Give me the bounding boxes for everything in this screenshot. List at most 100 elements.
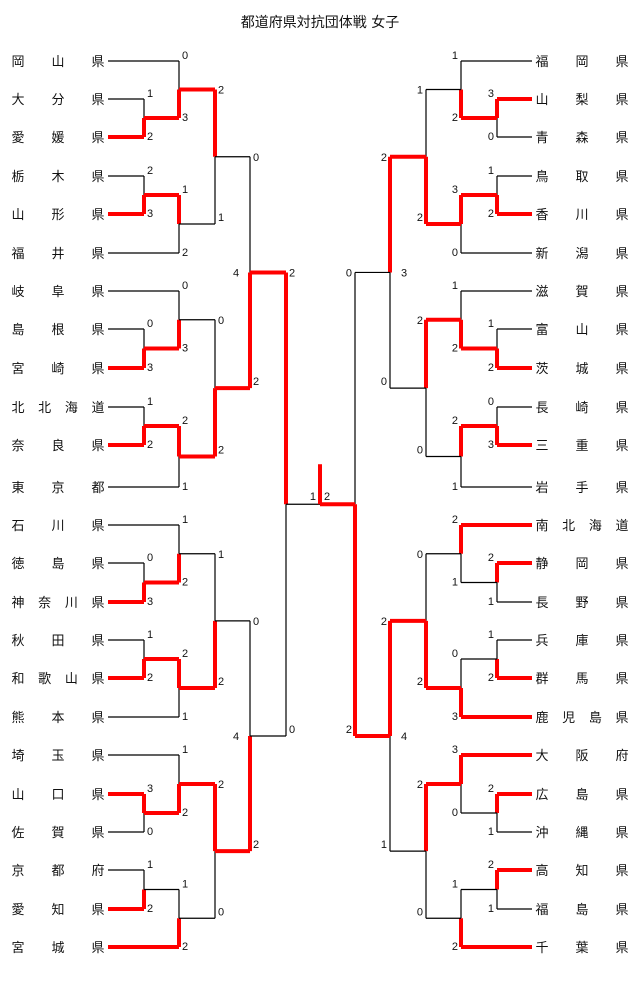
- team-name-char: 県: [615, 826, 628, 841]
- team-name-char: 福: [11, 247, 24, 262]
- match-score: 2: [147, 131, 153, 143]
- match-score: 1: [417, 85, 423, 97]
- team-name-char: 県: [615, 903, 628, 918]
- match-score: 2: [488, 672, 494, 684]
- team-name-char: 青: [535, 131, 548, 146]
- match-score: 1: [182, 481, 188, 493]
- team-name-char: 東: [11, 480, 24, 496]
- team-name-char: 県: [615, 596, 628, 611]
- match-score: 3: [182, 343, 188, 355]
- match-score: 0: [147, 826, 153, 838]
- team-name-char: 神: [11, 596, 24, 611]
- team-name-char: 阜: [51, 284, 64, 300]
- team-name-char: 大: [11, 93, 24, 108]
- match-score: 2: [417, 676, 423, 688]
- team-name-char: 県: [91, 362, 104, 377]
- annotation-mark: 4: [233, 267, 239, 279]
- match-score: 0: [289, 724, 295, 736]
- team-name-char: 島: [575, 788, 588, 803]
- team-name-char: 本: [51, 711, 64, 726]
- team-name-char: 潟: [575, 247, 588, 262]
- team-name-char: 知: [51, 902, 64, 918]
- team-name-char: 岡: [11, 55, 24, 70]
- match-score: 2: [218, 85, 224, 97]
- team-name-char: 徳: [11, 557, 24, 572]
- match-score: 1: [182, 514, 188, 526]
- match-score: 2: [417, 212, 423, 224]
- team-name-char: 長: [535, 401, 548, 416]
- team-name-char: 石: [11, 519, 24, 534]
- team-name-char: 県: [91, 55, 104, 70]
- team-name-char: 県: [91, 826, 104, 841]
- team-name-char: 兵: [535, 634, 548, 649]
- match-score: 1: [381, 839, 387, 851]
- team-name-char: 県: [615, 941, 628, 956]
- team-name-char: 県: [91, 749, 104, 764]
- match-score: 0: [381, 376, 387, 388]
- team-name-char: 都: [51, 864, 64, 879]
- team-name-char: 宮: [11, 361, 24, 377]
- match-score: 1: [147, 859, 153, 871]
- annotation-mark: 3: [401, 267, 407, 279]
- match-score: 3: [488, 439, 494, 451]
- match-score: 2: [147, 439, 153, 451]
- team-name-char: 城: [51, 941, 64, 956]
- team-name-char: 縄: [575, 826, 588, 841]
- match-score: 2: [488, 859, 494, 871]
- match-score: 1: [182, 879, 188, 891]
- match-score: 1: [452, 879, 458, 891]
- match-score: 2: [218, 676, 224, 688]
- match-score: 2: [147, 903, 153, 915]
- team-name-char: 県: [91, 170, 104, 185]
- team-name-char: 県: [91, 519, 104, 534]
- team-name-char: 県: [91, 711, 104, 726]
- team-name-char: 和: [11, 672, 24, 687]
- team-name-char: 県: [615, 170, 628, 185]
- match-score: 1: [488, 903, 494, 915]
- match-score: 0: [417, 906, 423, 918]
- team-name-char: 県: [615, 247, 628, 262]
- match-score: 0: [182, 50, 188, 62]
- team-name-char: 媛: [51, 131, 64, 146]
- team-name-char: 鹿: [535, 710, 548, 726]
- team-name-char: 県: [615, 711, 628, 726]
- team-name-char: 県: [615, 323, 628, 338]
- match-score: 3: [147, 208, 153, 220]
- team-name-char: 県: [615, 93, 628, 108]
- team-name-char: 熊: [11, 710, 24, 726]
- team-name-char: 井: [51, 247, 64, 262]
- match-score: 2: [147, 165, 153, 177]
- team-name-char: 愛: [11, 131, 24, 146]
- team-name-char: 県: [615, 131, 628, 146]
- team-name-char: 愛: [11, 903, 24, 918]
- match-score: 1: [452, 280, 458, 292]
- match-score: 3: [488, 88, 494, 100]
- team-name-char: 県: [91, 634, 104, 649]
- team-name-char: 県: [615, 401, 628, 416]
- team-name-char: 香: [535, 208, 548, 223]
- team-name-char: 児: [562, 711, 575, 726]
- team-name-char: 形: [51, 208, 64, 223]
- team-name-char: 玉: [51, 749, 64, 764]
- team-name-char: 県: [615, 788, 628, 803]
- team-name-char: 新: [535, 246, 548, 262]
- team-name-char: 賀: [51, 826, 64, 841]
- team-name-char: 県: [91, 323, 104, 338]
- team-name-char: 県: [91, 285, 104, 300]
- team-name-char: 三: [535, 439, 548, 454]
- team-name-char: 県: [615, 481, 628, 496]
- match-score: 0: [346, 267, 352, 279]
- team-name-char: 木: [51, 170, 64, 185]
- match-score: 2: [452, 514, 458, 526]
- team-name-char: 県: [91, 672, 104, 687]
- team-name-char: 千: [535, 941, 548, 956]
- team-name-char: 広: [535, 788, 548, 803]
- match-score: 3: [452, 184, 458, 196]
- match-score: 1: [488, 596, 494, 608]
- team-name-char: 県: [91, 247, 104, 262]
- team-name-char: 県: [91, 439, 104, 454]
- match-score: 1: [218, 212, 224, 224]
- team-name-char: 北: [11, 401, 24, 416]
- match-score: 0: [218, 906, 224, 918]
